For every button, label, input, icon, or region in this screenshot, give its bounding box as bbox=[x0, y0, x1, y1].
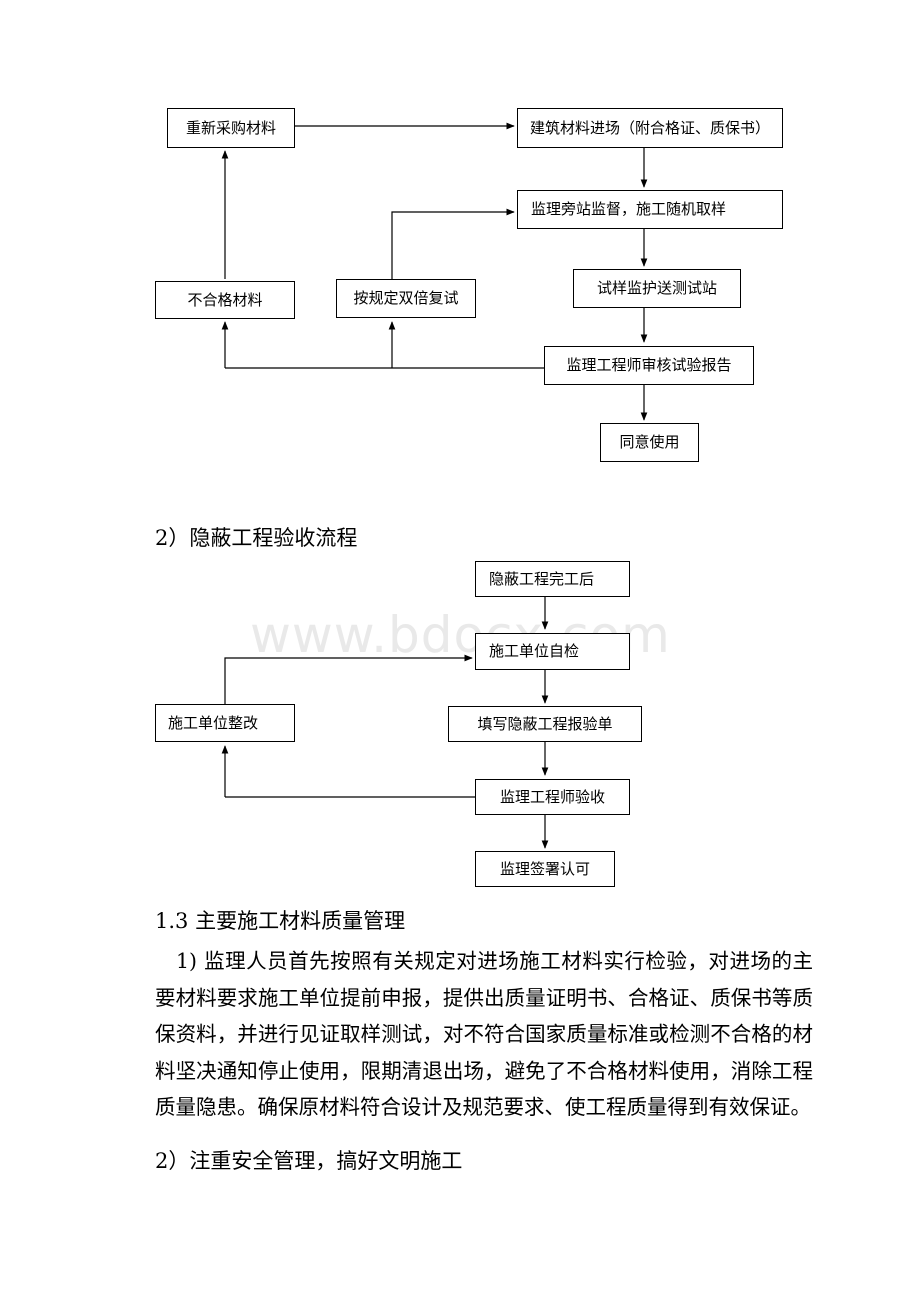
box-supervisor-acceptance: 监理工程师验收 bbox=[475, 779, 630, 815]
box-material-entry: 建筑材料进场（附合格证、质保书） bbox=[517, 108, 783, 148]
box-send-to-lab: 试样监护送测试站 bbox=[573, 269, 741, 308]
box-contractor-self-check: 施工单位自检 bbox=[475, 633, 630, 670]
arrow-rectify-to-selfcheck bbox=[224, 654, 473, 704]
paragraph-safety-management: 2）注重安全管理，搞好文明施工 bbox=[155, 1149, 463, 1173]
section-title-material-quality: 1.3 主要施工材料质量管理 bbox=[155, 909, 406, 933]
arrow-retest-to-sampling bbox=[391, 208, 515, 279]
box-fill-inspection-form: 填写隐蔽工程报验单 bbox=[448, 706, 642, 742]
paragraph-1-text: 1) 监理人员首先按照有关规定对进场施工材料实行检验，对进场的主要材料要求施工单… bbox=[155, 949, 813, 1119]
section-title-concealed-acceptance: 2）隐蔽工程验收流程 bbox=[155, 526, 358, 550]
box-repurchase-material: 重新采购材料 bbox=[167, 108, 295, 148]
box-supervisor-sign-off: 监理签署认可 bbox=[475, 851, 615, 887]
box-concealed-work-done: 隐蔽工程完工后 bbox=[475, 561, 630, 597]
box-unqualified-material: 不合格材料 bbox=[155, 281, 295, 319]
paragraph-material-inspection: 1) 监理人员首先按照有关规定对进场施工材料实行检验，对进场的主要材料要求施工单… bbox=[155, 943, 813, 1126]
box-approve-use: 同意使用 bbox=[600, 423, 699, 462]
box-supervision-sampling: 监理旁站监督，施工随机取样 bbox=[517, 190, 783, 229]
box-review-test-report: 监理工程师审核试验报告 bbox=[544, 346, 754, 385]
box-double-retest: 按规定双倍复试 bbox=[336, 279, 476, 318]
box-contractor-rectify: 施工单位整改 bbox=[155, 704, 295, 742]
